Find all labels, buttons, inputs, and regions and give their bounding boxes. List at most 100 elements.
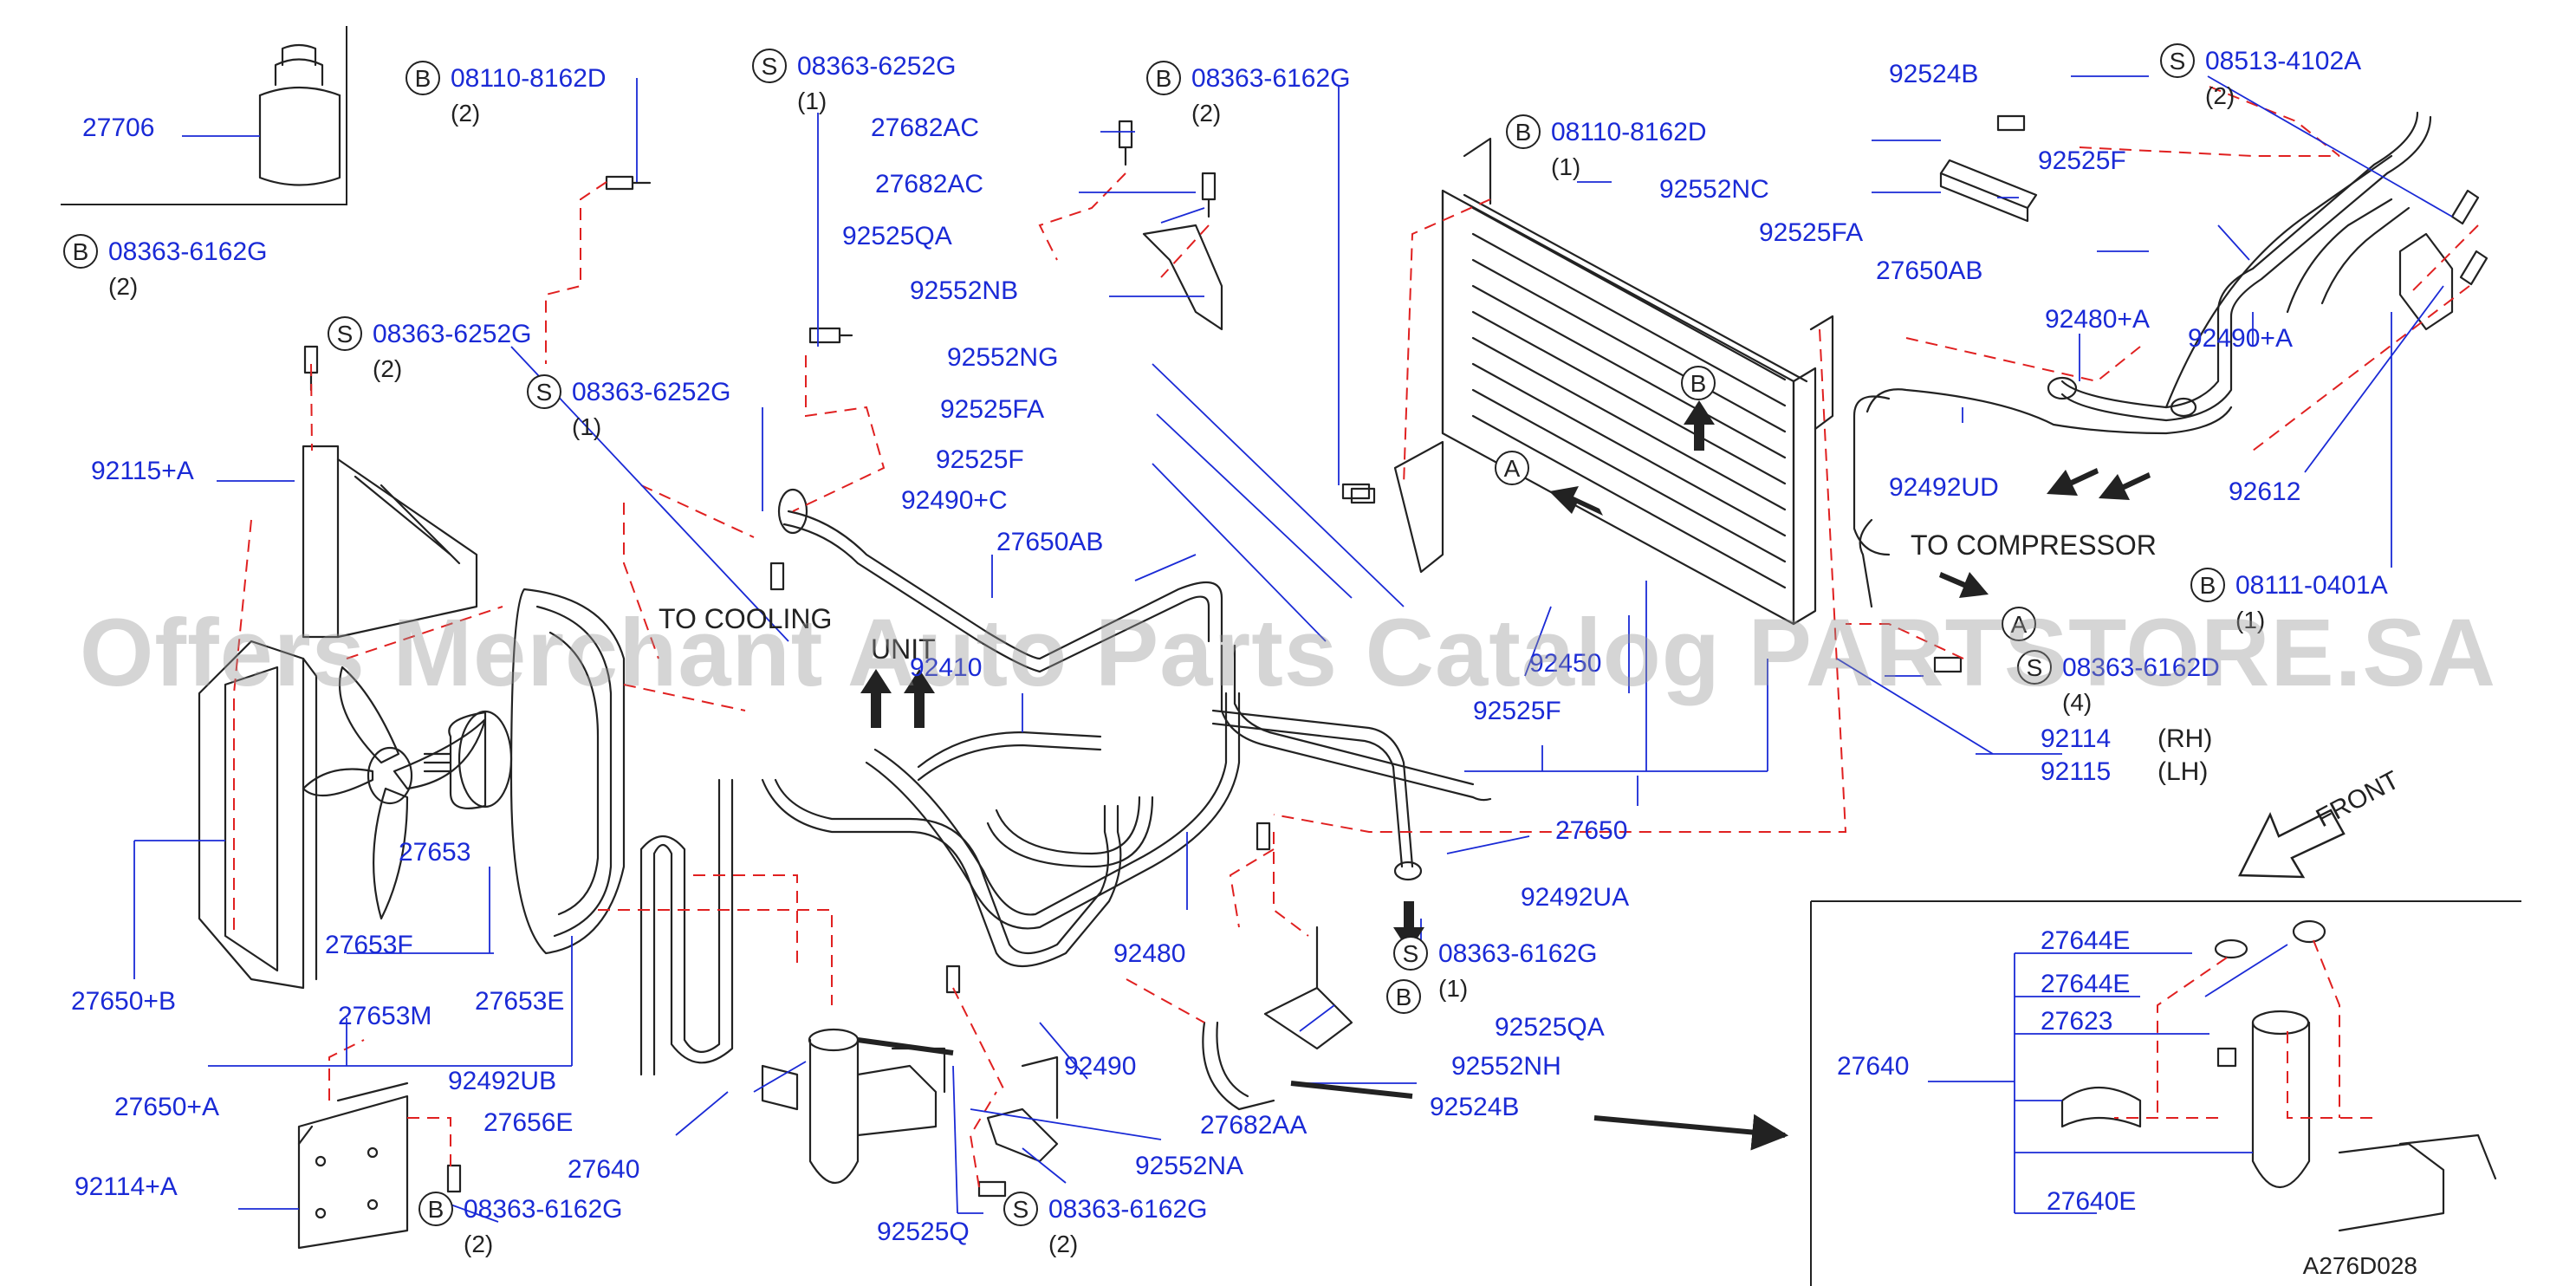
quantity: (1)	[797, 88, 827, 114]
part-number: 92525FA	[940, 395, 1044, 424]
prefix-circle-b-letter: B	[1156, 65, 1172, 92]
part-number: 92114+A	[75, 1172, 178, 1201]
part-number: 92525F	[1473, 697, 1561, 725]
part-number: 27656E	[483, 1108, 573, 1137]
prefix-circle-s	[752, 49, 787, 83]
quantity: (2)	[373, 355, 402, 382]
quantity: (2)	[1048, 1231, 1078, 1257]
part-number: 92525F	[936, 445, 1024, 474]
ref-marker-b-letter: B	[1396, 984, 1412, 1010]
part-number: 92552NH	[1451, 1052, 1561, 1081]
part-number: 92525QA	[1495, 1013, 1605, 1042]
strap-92524B	[1202, 1021, 1275, 1111]
diagram-code: A276D028	[2303, 1252, 2417, 1279]
hose-92490C	[777, 488, 1223, 673]
front-label: FRONT	[2312, 766, 2404, 834]
ref-marker-b	[1386, 979, 1421, 1014]
part-number: 27653E	[475, 987, 564, 1016]
prefix-circle-s-letter: S	[2170, 48, 2186, 75]
prefix-circle-s-letter: S	[2027, 654, 2043, 681]
thick-pointer-lines	[857, 1037, 1789, 1151]
part-number: 08363-6252G	[572, 378, 731, 406]
part-number: 92450	[1529, 649, 1601, 678]
part-number: 92492UD	[1889, 473, 1999, 502]
to-compressor-label: TO COMPRESSOR	[1911, 529, 2157, 561]
part-number: 92480	[1113, 939, 1185, 968]
part-number: 92115+A	[91, 457, 194, 485]
prefix-circle-b	[1146, 61, 1181, 95]
part-number: 92525QA	[842, 222, 952, 250]
prefix-circle-s	[1003, 1192, 1038, 1226]
bracket-92552NC	[1939, 159, 2038, 223]
hoses-right	[1853, 111, 2432, 608]
prefix-circle-b-letter: B	[428, 1196, 444, 1223]
prefix-circle-s-letter: S	[337, 321, 354, 347]
quantity: (2)	[2205, 82, 2235, 109]
ref-marker-b	[1681, 366, 1716, 400]
quantity: (1)	[1438, 975, 1468, 1002]
part-number: 08363-6252G	[797, 52, 957, 81]
part-number: 27640	[568, 1155, 639, 1184]
dashed-leaders	[233, 86, 2479, 1188]
part-number: 92492UB	[448, 1067, 556, 1095]
part-number: 27653M	[338, 1002, 431, 1030]
part-number: 08110-8162D	[451, 64, 607, 93]
flow-arrows	[860, 400, 2151, 952]
part-number: 92490+A	[2188, 324, 2293, 353]
part-number: 92525FA	[1759, 218, 1863, 247]
prefix-circle-s	[2160, 43, 2195, 78]
part-number: 08363-6162D	[2062, 653, 2220, 682]
prefix-circle-s-letter: S	[536, 379, 553, 406]
front-arrow	[2238, 809, 2346, 879]
part-number: 92612	[2229, 477, 2300, 506]
part-number: 27682AC	[875, 170, 983, 198]
side-label-rh: (RH)	[2157, 724, 2212, 753]
part-number: 92525F	[2038, 146, 2126, 175]
part-number: 27650AB	[1876, 257, 1982, 285]
side-label-lh: (LH)	[2157, 757, 2208, 786]
prefix-circle-b-letter: B	[2200, 572, 2216, 599]
part-number: 27640E	[2047, 1187, 2136, 1216]
part-number: 92552NA	[1135, 1152, 1243, 1180]
ref-marker-a-letter: A	[2011, 611, 2028, 638]
part-number: 27650+B	[71, 987, 176, 1016]
quantity: (2)	[108, 273, 138, 300]
part-number: 08363-6162G	[108, 237, 268, 266]
quantity: (4)	[2062, 689, 2092, 716]
ref-marker-a-letter: A	[1504, 455, 1521, 482]
pipe-27650	[1211, 644, 1492, 881]
to-cooling-unit-label-2: UNIT	[871, 633, 936, 665]
part-number: 92552NB	[910, 276, 1018, 305]
condenser-27650	[1393, 137, 1834, 626]
part-number: 27682AA	[1200, 1111, 1307, 1140]
quantity: (1)	[2235, 607, 2265, 633]
part-number: 08363-6252G	[373, 320, 532, 348]
receiver-drier-27640	[761, 1028, 946, 1185]
bracket-92115A	[302, 445, 478, 639]
prefix-circle-b	[406, 61, 440, 95]
callout-lines	[133, 75, 2453, 1223]
part-number: 92480+A	[2045, 305, 2150, 334]
bracket-92552NA	[986, 1055, 1059, 1163]
part-number: 27644E	[2041, 926, 2130, 955]
hoses-main	[761, 692, 1241, 968]
prefix-circle-s	[527, 374, 561, 409]
prefix-circle-b	[419, 1192, 453, 1226]
bottle-27706	[258, 43, 341, 186]
bracket-92612	[2398, 232, 2454, 331]
part-number: 92552NG	[947, 343, 1058, 372]
part-number: 27682AC	[871, 114, 979, 142]
part-number: 27706	[82, 114, 154, 142]
part-number: 27650AB	[996, 528, 1103, 556]
fan-shroud-27650B	[198, 640, 318, 990]
prefix-circle-b-letter: B	[73, 238, 89, 265]
ref-marker-b-letter: B	[1690, 370, 1707, 397]
part-number: 08363-6162G	[1438, 939, 1598, 968]
motor-27653	[423, 710, 513, 809]
part-number: 92524B	[1430, 1093, 1519, 1121]
part-number: 92552NC	[1659, 175, 1769, 204]
part-number: 92524B	[1889, 60, 1978, 88]
part-number: 27644E	[2041, 970, 2130, 998]
